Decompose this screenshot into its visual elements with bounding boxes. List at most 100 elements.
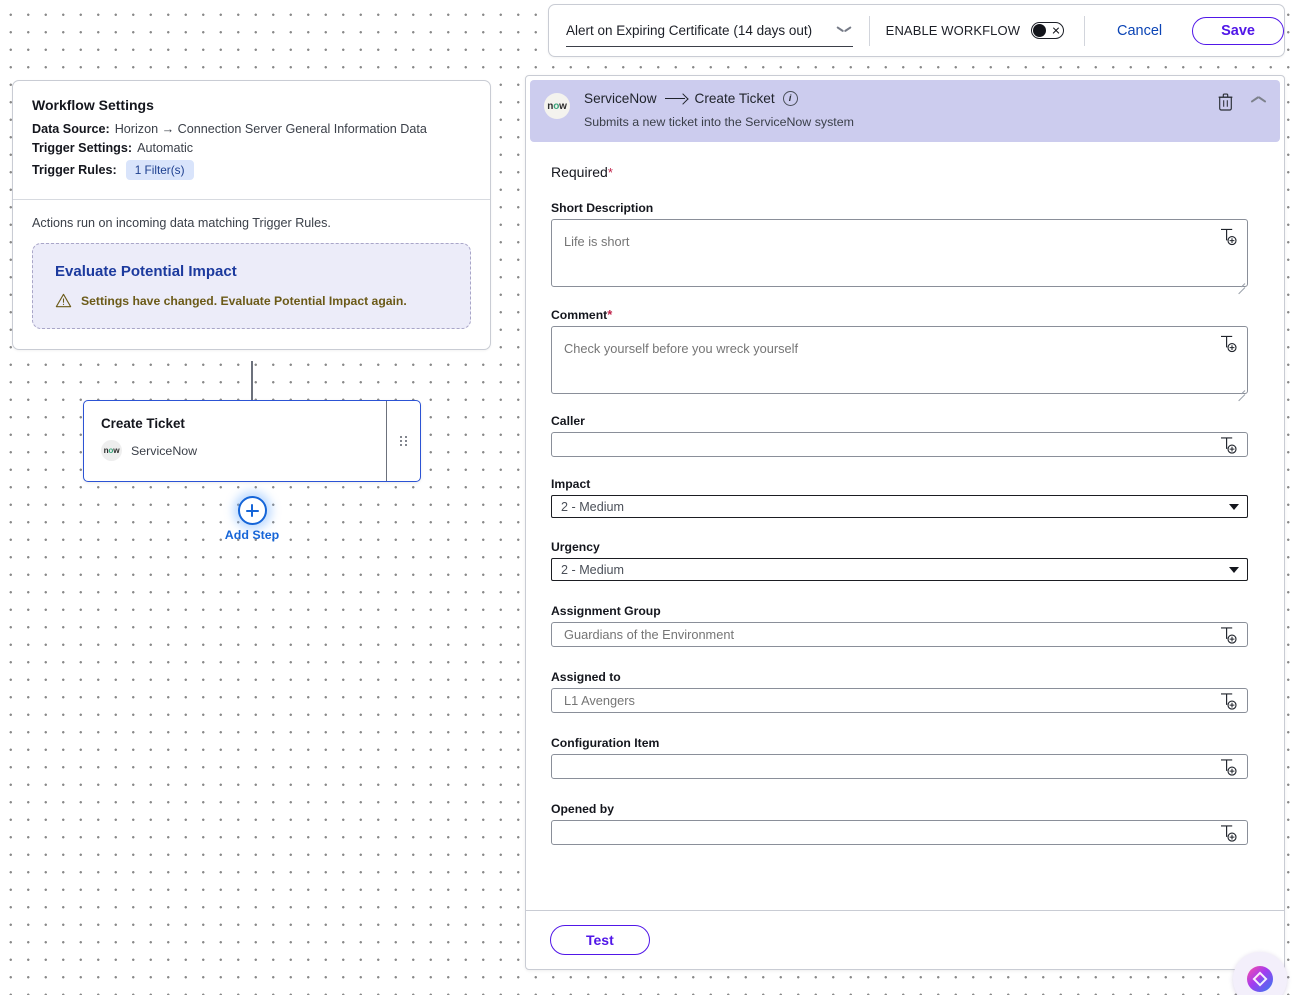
workflow-actions-section: Actions run on incoming data matching Tr…	[13, 200, 490, 349]
insert-token-icon[interactable]	[1219, 691, 1237, 710]
field-impact: Impact	[551, 477, 1248, 518]
action-panel-header-text: ServiceNow Create Ticket i Submits a new…	[584, 91, 1218, 129]
assignment-group-input[interactable]	[551, 622, 1248, 647]
enable-workflow-group: ENABLE WORKFLOW	[885, 22, 1065, 39]
toolbar-divider-1	[868, 15, 870, 46]
data-source-key: Data Source:	[32, 122, 110, 136]
field-label: Short Description	[551, 201, 654, 215]
breadcrumb-source: ServiceNow	[584, 91, 657, 106]
enable-workflow-label: ENABLE WORKFLOW	[885, 23, 1021, 38]
trigger-settings-row: Trigger Settings: Automatic	[32, 141, 471, 155]
insert-token-icon[interactable]	[1219, 823, 1237, 842]
delete-action-button[interactable]	[1218, 93, 1233, 111]
trigger-rules-key: Trigger Rules:	[32, 163, 117, 177]
configuration-item-input[interactable]	[551, 754, 1248, 779]
workflow-connector-line	[251, 361, 253, 401]
input-wrap	[551, 219, 1248, 292]
workflow-toolbar: Alert on Expiring Certificate (14 days o…	[548, 4, 1285, 57]
field-short-description: Short Description	[551, 201, 1248, 292]
chevron-up-icon	[1251, 98, 1266, 107]
field-assignment-group: Assignment Group	[551, 604, 1248, 647]
add-step-button[interactable]: Add Step	[213, 496, 291, 542]
workflow-settings-title: Workflow Settings	[32, 97, 154, 113]
impact-warning-text: Settings have changed. Evaluate Potentia…	[81, 293, 407, 308]
insert-token-icon[interactable]	[1219, 625, 1237, 644]
workflow-selector-label: Alert on Expiring Certificate (14 days o…	[566, 22, 813, 38]
info-icon[interactable]: i	[782, 91, 798, 106]
ai-assistant-button[interactable]	[1233, 952, 1287, 995]
add-step-circle-icon	[237, 496, 267, 525]
insert-token-icon[interactable]	[1219, 435, 1237, 454]
breadcrumb: ServiceNow Create Ticket i	[584, 91, 1218, 106]
action-panel-footer: Test	[526, 910, 1284, 969]
plus-icon	[245, 504, 259, 517]
input-wrap	[551, 754, 1248, 779]
evaluate-potential-impact-panel[interactable]: Evaluate Potential Impact Settings have …	[32, 243, 471, 329]
field-caller: Caller	[551, 414, 1248, 457]
field-label: Opened by	[551, 802, 614, 816]
input-wrap	[551, 326, 1248, 399]
trigger-settings-value: Automatic	[137, 141, 194, 155]
chevron-down-icon	[837, 26, 851, 35]
evaluate-potential-impact-title: Evaluate Potential Impact	[55, 263, 237, 280]
caller-input[interactable]	[551, 432, 1248, 457]
field-opened-by: Opened by	[551, 802, 1248, 845]
action-panel-description: Submits a new ticket into the ServiceNow…	[584, 115, 854, 129]
action-form-body: Required* Short Description	[526, 142, 1284, 910]
trigger-settings-key: Trigger Settings:	[32, 141, 133, 155]
save-button[interactable]: Save	[1192, 16, 1284, 45]
field-assigned-to: Assigned to	[551, 670, 1248, 713]
input-wrap	[551, 688, 1248, 713]
assigned-to-input[interactable]	[551, 688, 1248, 713]
insert-token-icon[interactable]	[1219, 227, 1237, 246]
data-source-row: Data Source: Horizon → Connection Server…	[32, 122, 471, 136]
workflow-node-drag-handle[interactable]	[386, 401, 420, 481]
toggle-x-icon	[1052, 27, 1060, 35]
field-label: Impact	[551, 477, 591, 491]
arrow-right-icon	[664, 94, 687, 104]
field-label: Urgency	[551, 540, 600, 554]
action-panel-header-actions	[1218, 93, 1266, 111]
field-label: Caller	[551, 414, 585, 428]
insert-token-icon[interactable]	[1219, 334, 1237, 353]
field-configuration-item: Configuration Item	[551, 736, 1248, 779]
impact-select[interactable]	[551, 495, 1248, 518]
urgency-select[interactable]	[551, 558, 1248, 581]
select-wrap	[551, 558, 1248, 581]
enable-workflow-toggle[interactable]	[1031, 22, 1065, 39]
opened-by-input[interactable]	[551, 820, 1248, 845]
required-section-heading: Required*	[551, 164, 613, 180]
comment-input[interactable]	[551, 326, 1248, 394]
actions-note: Actions run on incoming data matching Tr…	[32, 216, 331, 230]
field-comment: Comment*	[551, 307, 1248, 399]
input-wrap	[551, 820, 1248, 845]
trigger-rules-filter-pill[interactable]: 1 Filter(s)	[125, 160, 194, 180]
trash-icon	[1218, 93, 1233, 111]
short-description-input[interactable]	[551, 219, 1248, 287]
field-label: Comment*	[551, 307, 613, 322]
collapse-panel-button[interactable]	[1251, 98, 1266, 107]
workflow-settings-summary: Workflow Settings Data Source: Horizon →…	[13, 81, 490, 200]
field-label: Assigned to	[551, 670, 621, 684]
test-button[interactable]: Test	[550, 925, 650, 955]
impact-warning-row: Settings have changed. Evaluate Potentia…	[55, 293, 448, 308]
data-source-value: Horizon → Connection Server General Info…	[114, 122, 427, 136]
workflow-selector[interactable]: Alert on Expiring Certificate (14 days o…	[566, 15, 853, 47]
toggle-knob	[1033, 24, 1047, 37]
field-label: Configuration Item	[551, 736, 660, 750]
workflow-settings-card: Workflow Settings Data Source: Horizon →…	[12, 80, 491, 350]
insert-token-icon[interactable]	[1219, 757, 1237, 776]
ai-assistant-icon	[1247, 966, 1273, 992]
drag-dots-icon	[400, 435, 407, 447]
trigger-rules-row: Trigger Rules: 1 Filter(s)	[32, 160, 471, 180]
field-urgency: Urgency	[551, 540, 1248, 581]
cancel-button[interactable]: Cancel	[1109, 19, 1170, 43]
warning-triangle-icon	[55, 293, 72, 308]
